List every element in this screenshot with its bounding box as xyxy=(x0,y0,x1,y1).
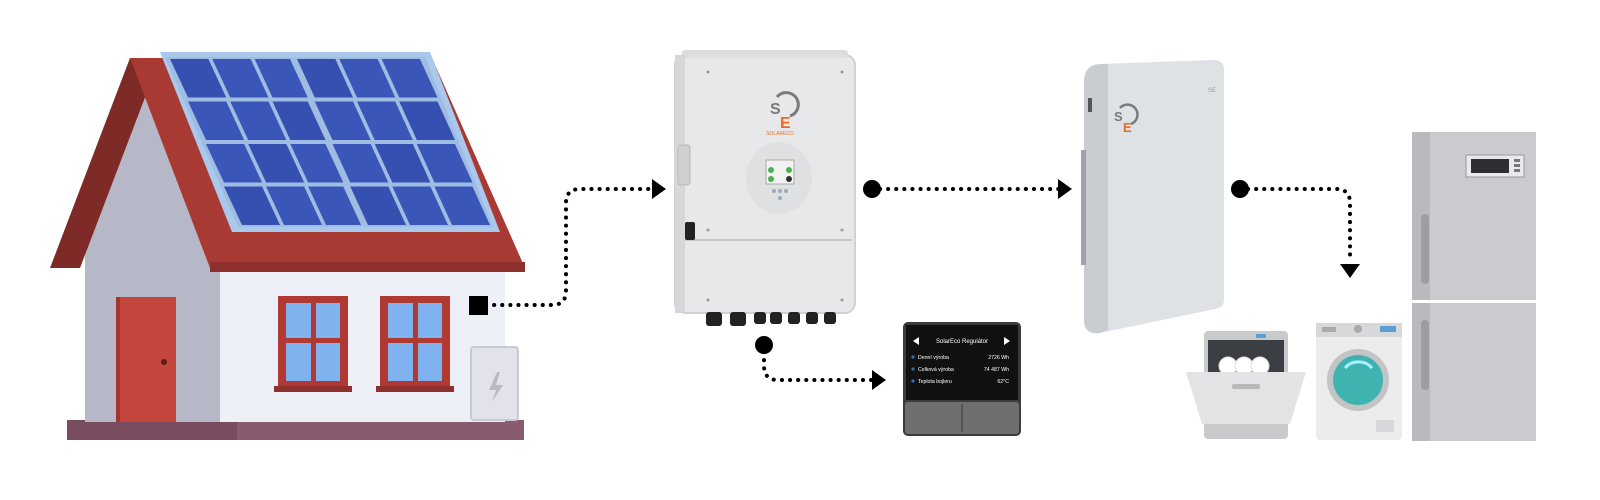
solar-cell xyxy=(206,144,263,183)
electric-meter-box xyxy=(470,346,519,421)
regulator-row-bullet xyxy=(911,355,915,359)
solar-panel xyxy=(160,52,500,232)
house-door xyxy=(116,297,176,422)
connector-ends xyxy=(469,179,1360,390)
arrow-right-icon xyxy=(1004,337,1010,345)
lightning-bolt-icon xyxy=(489,372,503,402)
solar-cell xyxy=(374,144,431,183)
solar-cell xyxy=(339,59,396,98)
house-window-right xyxy=(376,296,454,392)
house-roof xyxy=(50,58,160,268)
inverter: S E SOLARECO xyxy=(674,50,856,326)
washing-machine xyxy=(1316,323,1402,440)
solareco-regulator: SolarEco Regulátor Denní výroba 2726 Wh Ce… xyxy=(903,322,1021,436)
battery-logo: S E xyxy=(1114,103,1139,135)
solareco-logo: S E xyxy=(770,91,800,132)
solar-cell xyxy=(357,101,413,140)
connector-inverter-regulator xyxy=(762,350,878,382)
solar-cell xyxy=(254,59,308,98)
regulator-row-label: Celková výroba xyxy=(918,367,954,373)
solar-cell xyxy=(350,186,406,225)
solar-cell xyxy=(308,186,361,225)
regulator-row-value: 2726 Wh xyxy=(988,355,1009,361)
battery-brand: SE xyxy=(1208,88,1216,94)
solar-cell xyxy=(314,101,371,140)
solar-cell xyxy=(272,101,326,140)
regulator-row-label: Denní výroba xyxy=(918,355,949,361)
connector-house-inverter xyxy=(484,187,654,307)
dishwasher xyxy=(1186,331,1306,439)
solar-cell xyxy=(392,186,448,225)
connectors xyxy=(484,187,1352,382)
regulator-row-value: 74 487 Wh xyxy=(984,367,1009,373)
inverter-cable-glands xyxy=(706,312,836,326)
svg-text:S: S xyxy=(1114,109,1123,124)
solar-cell xyxy=(332,144,389,183)
solar-cell xyxy=(224,186,280,225)
solar-cell xyxy=(170,59,227,98)
battery: S E SE xyxy=(1081,60,1224,334)
house-window-left xyxy=(274,296,352,392)
regulator-title: SolarEco Regulátor xyxy=(936,339,988,345)
solar-cell xyxy=(416,144,473,183)
solar-cell xyxy=(381,59,438,98)
regulator-row-value: 62°C xyxy=(997,379,1009,385)
regulator-row-bullet xyxy=(911,379,915,383)
solar-cell xyxy=(248,144,305,183)
solar-cell xyxy=(230,101,287,140)
solar-cell xyxy=(399,101,455,140)
inverter-brand: SOLARECO xyxy=(766,131,794,137)
house xyxy=(50,52,525,440)
regulator-row-bullet xyxy=(911,367,915,371)
connector-battery-appliances xyxy=(1246,187,1352,264)
arrow-left-icon xyxy=(913,337,919,345)
solar-cell xyxy=(290,144,344,183)
solar-cell xyxy=(188,101,245,140)
svg-text:E: E xyxy=(1123,120,1132,135)
svg-text:E: E xyxy=(780,115,791,132)
solar-cell xyxy=(212,59,269,98)
solar-cell xyxy=(297,59,353,98)
svg-text:S: S xyxy=(770,101,781,118)
refrigerator xyxy=(1412,132,1536,441)
regulator-row-label: Teplota bojleru xyxy=(918,379,952,385)
solar-cell xyxy=(434,186,490,225)
house-wall-front xyxy=(220,265,505,422)
solar-cell xyxy=(266,186,322,225)
inverter-display xyxy=(746,142,812,214)
